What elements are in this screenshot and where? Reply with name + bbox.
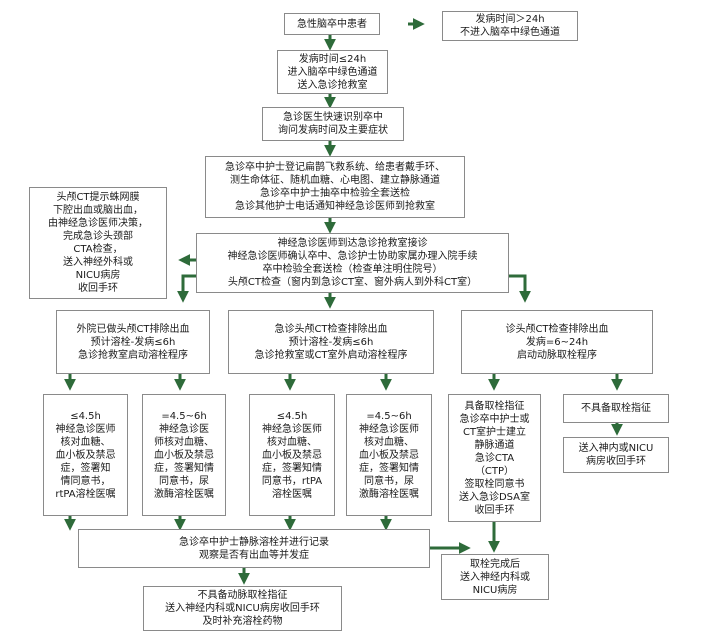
arrow-neuro-to-branchC	[509, 274, 531, 303]
arrow-neuro-to-branchA	[177, 274, 196, 303]
no-indication-next-box: 送入神内或NICU 病房收回手环	[563, 437, 669, 473]
a2-box: =4.5~6h 神经急诊医 师核对血糖、 血小板及禁忌 症，签署知情 同意书，尿…	[142, 394, 226, 516]
a1-box: ≤4.5h 神经急诊医师 核对血糖、 血小板及禁忌 症，签署知 情同意书， rt…	[43, 394, 128, 516]
neuro-box: 神经急诊医师到达急诊抢救室接诊 神经急诊医师确认卒中、急诊护士协助家属办理入院手…	[196, 233, 509, 293]
branchC-box: 诊头颅CT检查排除出血 发病=6~24h 启动动脉取栓程序	[461, 310, 653, 374]
over24h-box: 发病时间＞24h 不进入脑卒中绿色通道	[442, 11, 578, 41]
record-box: 急诊卒中护士静脉溶栓并进行记录 观察是否有出血等并发症	[78, 529, 430, 568]
thrombectomy-box: 具备取栓指征 急诊卒中护士或 CT室护士建立 静脉通道 急诊CTA （CTP） …	[448, 394, 541, 522]
sah-box: 头颅CT提示蛛网膜 下腔出血或脑出血， 由神经急诊医师决策， 完成急诊头颈部 C…	[29, 187, 167, 299]
b1-box: ≤4.5h 神经急诊医师 核对血糖、 血小板及禁忌 症，签署知情 同意书，rtP…	[249, 394, 335, 516]
start-box: 急性脑卒中患者	[284, 13, 380, 35]
branchB-box: 急诊头颅CT检查排除出血 预计溶栓-发病≤6h 急诊抢救室或CT室外启动溶栓程序	[228, 310, 434, 374]
b2-box: =4.5~6h 神经急诊医师 核对血糖、 血小板及禁忌 症，签署知情 同意书，尿…	[346, 394, 432, 516]
identify-box: 急诊医生快速识别卒中 询问发病时间及主要症状	[262, 107, 404, 141]
within24h-box: 发病时间≤24h 进入脑卒中绿色通道 送入急诊抢救室	[277, 50, 388, 94]
no-indication-box: 不具备取栓指征	[563, 394, 669, 423]
nurse-box: 急诊卒中护士登记扁鹊飞救系统、给患者戴手环、 测生命体征、随机血糖、心电图、建立…	[205, 156, 465, 218]
branchA-box: 外院已做头颅CT排除出血 预计溶栓-发病≤6h 急诊抢救室启动溶栓程序	[56, 310, 210, 374]
final-box: 不具备动脉取栓指征 送入神经内科或NICU病房收回手环 及时补充溶栓药物	[143, 586, 342, 631]
after-thrombectomy-box: 取栓完成后 送入神经内科或 NICU病房	[441, 554, 549, 600]
